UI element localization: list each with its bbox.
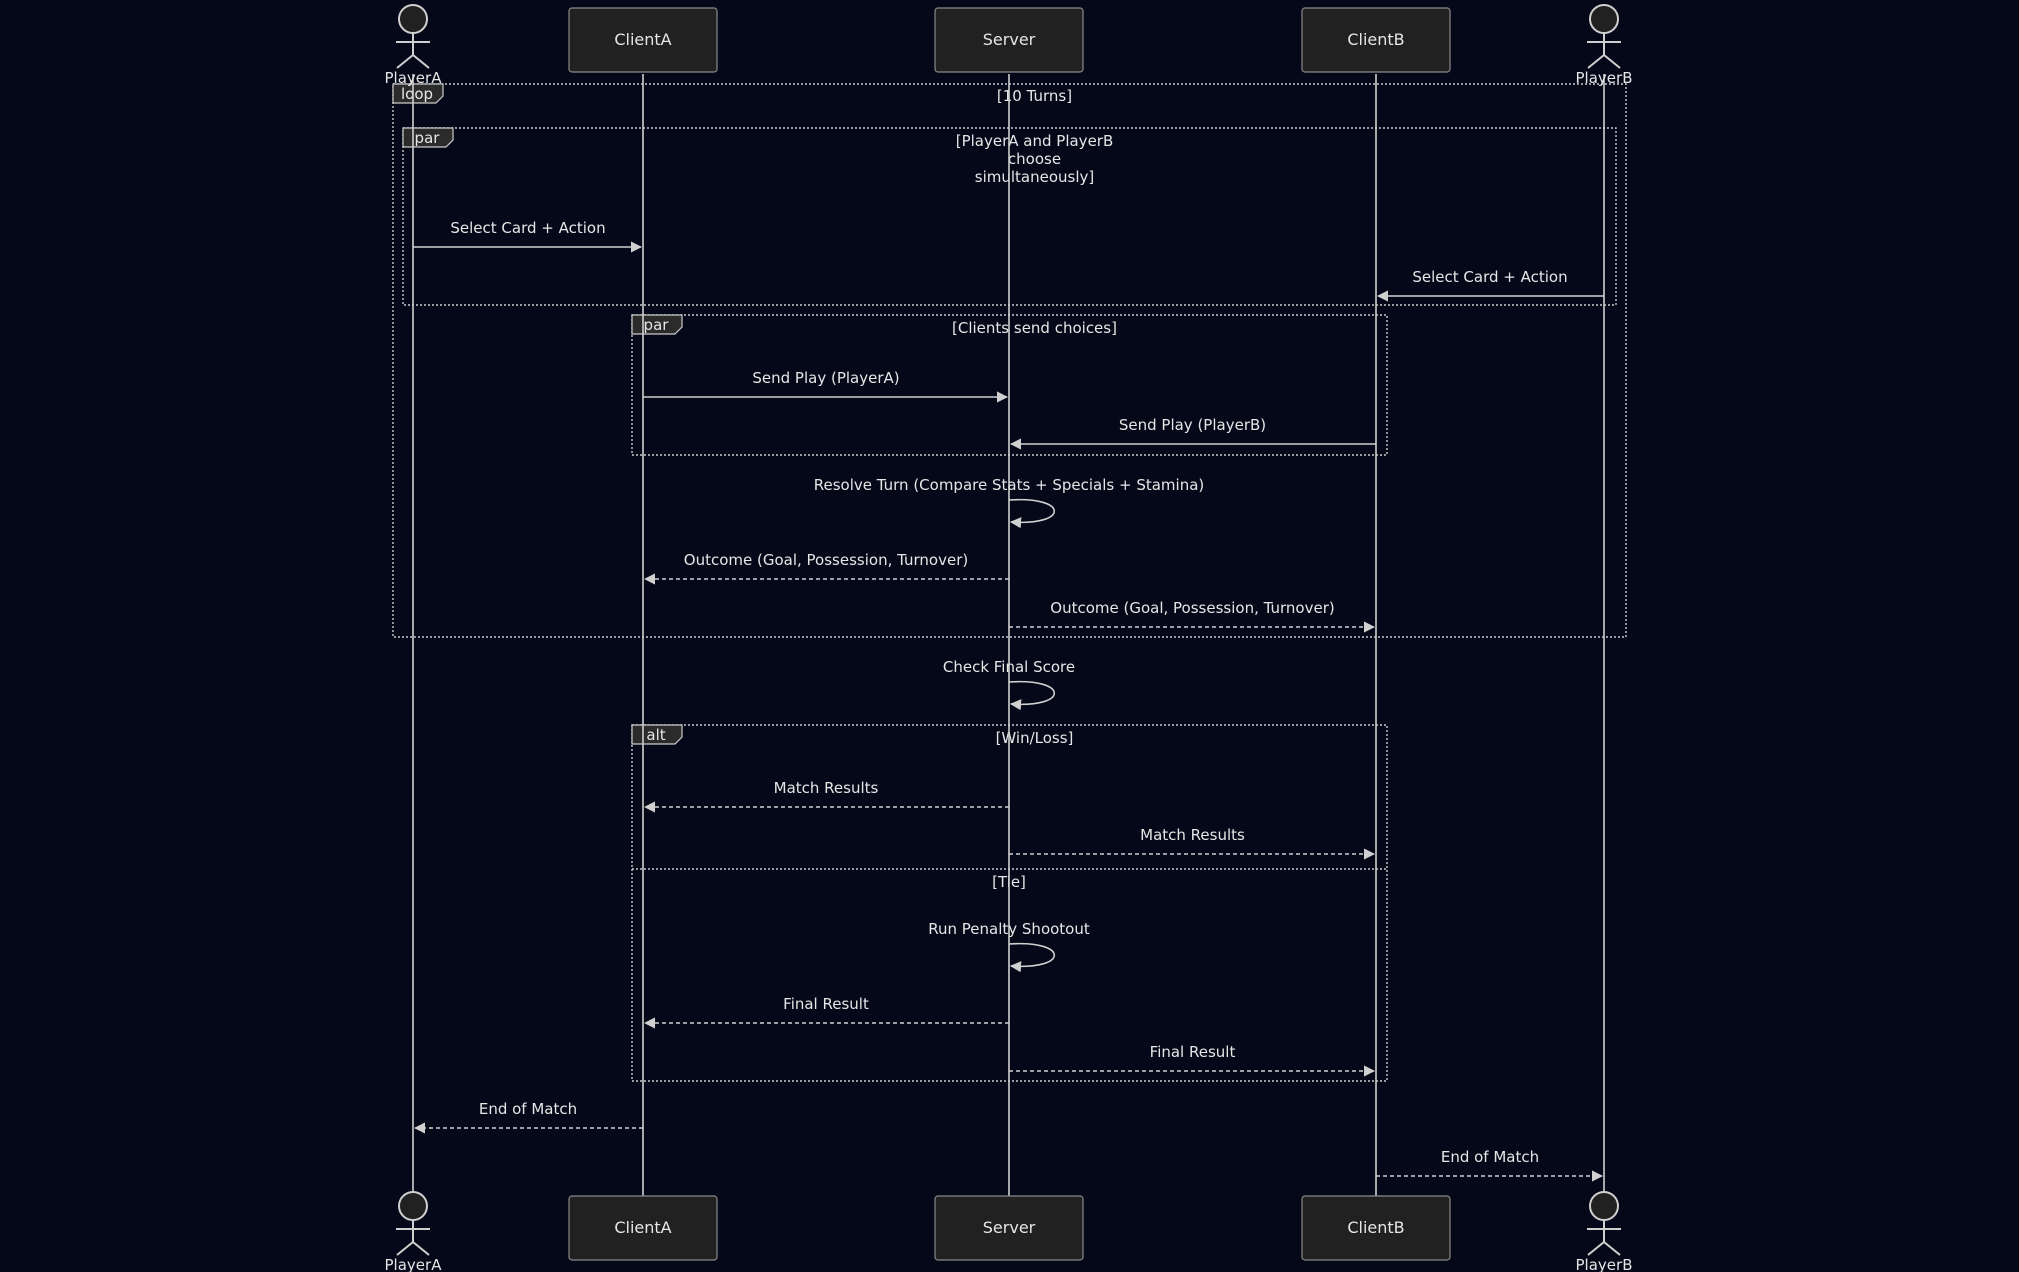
message-label: Outcome (Goal, Possession, Turnover) <box>1050 599 1334 617</box>
participant-label: ClientA <box>614 1218 671 1237</box>
fragment-condition-line: [Clients send choices] <box>952 319 1117 337</box>
participant-box <box>1301 7 1451 73</box>
message-arrow <box>1008 942 1055 973</box>
message-label: Final Result <box>783 995 869 1013</box>
fragment-condition-line: choose <box>1008 150 1061 168</box>
fragment-condition-line: simultaneously] <box>975 168 1094 186</box>
actor-leg-left <box>1587 54 1605 69</box>
participant-box <box>568 1195 718 1261</box>
fragment-kind-label: alt <box>646 726 665 744</box>
actor-leg-right <box>1603 1241 1621 1256</box>
participant-server-bottom: Server <box>934 1195 1084 1261</box>
participant-clientb-top: ClientB <box>1301 7 1451 73</box>
actor-leg-right <box>1603 54 1621 69</box>
message-2: Select Card + Action <box>1376 268 1604 302</box>
fragment-condition-line: [PlayerA and PlayerB <box>956 132 1114 150</box>
message-12: Final Result <box>643 995 1009 1029</box>
message-15: End of Match <box>1376 1148 1604 1182</box>
message-10: Match Results <box>1009 826 1376 860</box>
fragment-condition: [Win/Loss] <box>996 729 1074 747</box>
fragment-tab <box>392 83 444 104</box>
actor-playerb-top: PlayerB <box>1576 4 1633 87</box>
message-8: Check Final Score <box>943 658 1075 711</box>
message-3: Send Play (PlayerA) <box>643 369 1009 403</box>
fragment-tab <box>631 314 683 335</box>
actor-label: PlayerB <box>1576 1256 1633 1272</box>
message-11: Run Penalty Shootout <box>928 920 1090 973</box>
message-label: Send Play (PlayerA) <box>752 369 899 387</box>
message-label: Match Results <box>1140 826 1245 844</box>
participant-box <box>1301 1195 1451 1261</box>
message-label: Select Card + Action <box>450 219 605 237</box>
actor-label: PlayerB <box>1576 69 1633 87</box>
actor-playera-top: PlayerA <box>385 4 443 87</box>
participant-label: ClientB <box>1347 30 1404 49</box>
message-label: Check Final Score <box>943 658 1075 676</box>
fragment-kind-label: par <box>644 316 670 334</box>
message-label: Run Penalty Shootout <box>928 920 1090 938</box>
actor-label: PlayerA <box>385 69 443 87</box>
actor-leg-left <box>1587 1241 1605 1256</box>
participant-clienta-bottom: ClientA <box>568 1195 718 1261</box>
message-label: Select Card + Action <box>1412 268 1567 286</box>
participant-label: Server <box>983 30 1036 49</box>
message-14: End of Match <box>413 1100 643 1134</box>
actor-head-icon <box>398 1191 428 1221</box>
fragment-condition-line: [10 Turns] <box>997 87 1072 105</box>
participant-label: ClientA <box>614 30 671 49</box>
message-6: Outcome (Goal, Possession, Turnover) <box>643 551 1009 585</box>
message-1: Select Card + Action <box>413 219 643 253</box>
actor-leg-right <box>412 1241 430 1256</box>
message-label: Final Result <box>1150 1043 1236 1061</box>
message-label: Match Results <box>774 779 879 797</box>
participant-box <box>934 1195 1084 1261</box>
message-label: End of Match <box>479 1100 577 1118</box>
participant-label: Server <box>983 1218 1036 1237</box>
message-7: Outcome (Goal, Possession, Turnover) <box>1009 599 1376 633</box>
participant-server-top: Server <box>934 7 1084 73</box>
actor-leg-left <box>396 54 414 69</box>
actor-head-icon <box>398 4 428 34</box>
fragment-condition: [10 Turns] <box>997 87 1072 105</box>
actor-head-icon <box>1589 4 1619 34</box>
fragment-condition-line: [Win/Loss] <box>996 729 1074 747</box>
participant-label: ClientB <box>1347 1218 1404 1237</box>
actor-leg-left <box>396 1241 414 1256</box>
fragment-kind-label: par <box>415 129 441 147</box>
message-label: Outcome (Goal, Possession, Turnover) <box>684 551 968 569</box>
actor-playera-bottom: PlayerA <box>385 1191 443 1272</box>
actor-leg-right <box>412 54 430 69</box>
message-arrow <box>1008 680 1055 711</box>
message-label: End of Match <box>1441 1148 1539 1166</box>
message-9: Match Results <box>643 779 1009 813</box>
message-label: Send Play (PlayerB) <box>1119 416 1266 434</box>
fragment-kind-label: loop <box>401 85 433 103</box>
actor-head-icon <box>1589 1191 1619 1221</box>
message-5: Resolve Turn (Compare Stats + Specials +… <box>814 476 1205 529</box>
fragment-condition: [Clients send choices] <box>952 319 1117 337</box>
fragment-tab <box>402 127 454 148</box>
fragment-tab <box>631 724 683 745</box>
participant-clienta-top: ClientA <box>568 7 718 73</box>
message-13: Final Result <box>1009 1043 1376 1077</box>
message-arrow <box>1008 498 1055 529</box>
message-4: Send Play (PlayerB) <box>1009 416 1376 450</box>
participant-box <box>934 7 1084 73</box>
participant-box <box>568 7 718 73</box>
participant-clientb-bottom: ClientB <box>1301 1195 1451 1261</box>
message-label: Resolve Turn (Compare Stats + Specials +… <box>814 476 1205 494</box>
actor-playerb-bottom: PlayerB <box>1576 1191 1633 1272</box>
actor-label: PlayerA <box>385 1256 443 1272</box>
